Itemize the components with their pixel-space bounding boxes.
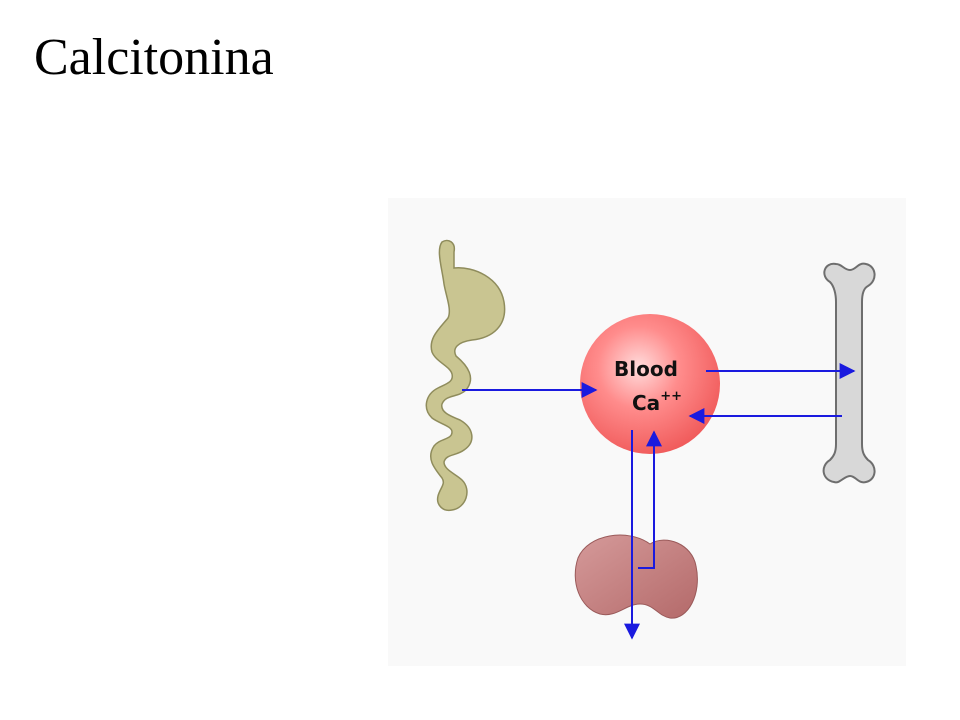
arrow-kidney-reabsorption (638, 430, 662, 569)
kidney-icon (574, 534, 698, 619)
blood-pool-icon: Blood Ca++ (580, 314, 720, 454)
calcium-symbol: Ca (632, 391, 660, 415)
blood-label: Blood (614, 357, 678, 381)
calcium-regulation-diagram: Blood Ca++ (388, 198, 906, 666)
slide-title: Calcitonina (34, 29, 274, 86)
blood-calcium-label: Ca++ (632, 389, 682, 415)
calcium-charge: ++ (660, 389, 682, 404)
intestine-icon (425, 239, 506, 512)
flow-arrows (462, 363, 856, 640)
